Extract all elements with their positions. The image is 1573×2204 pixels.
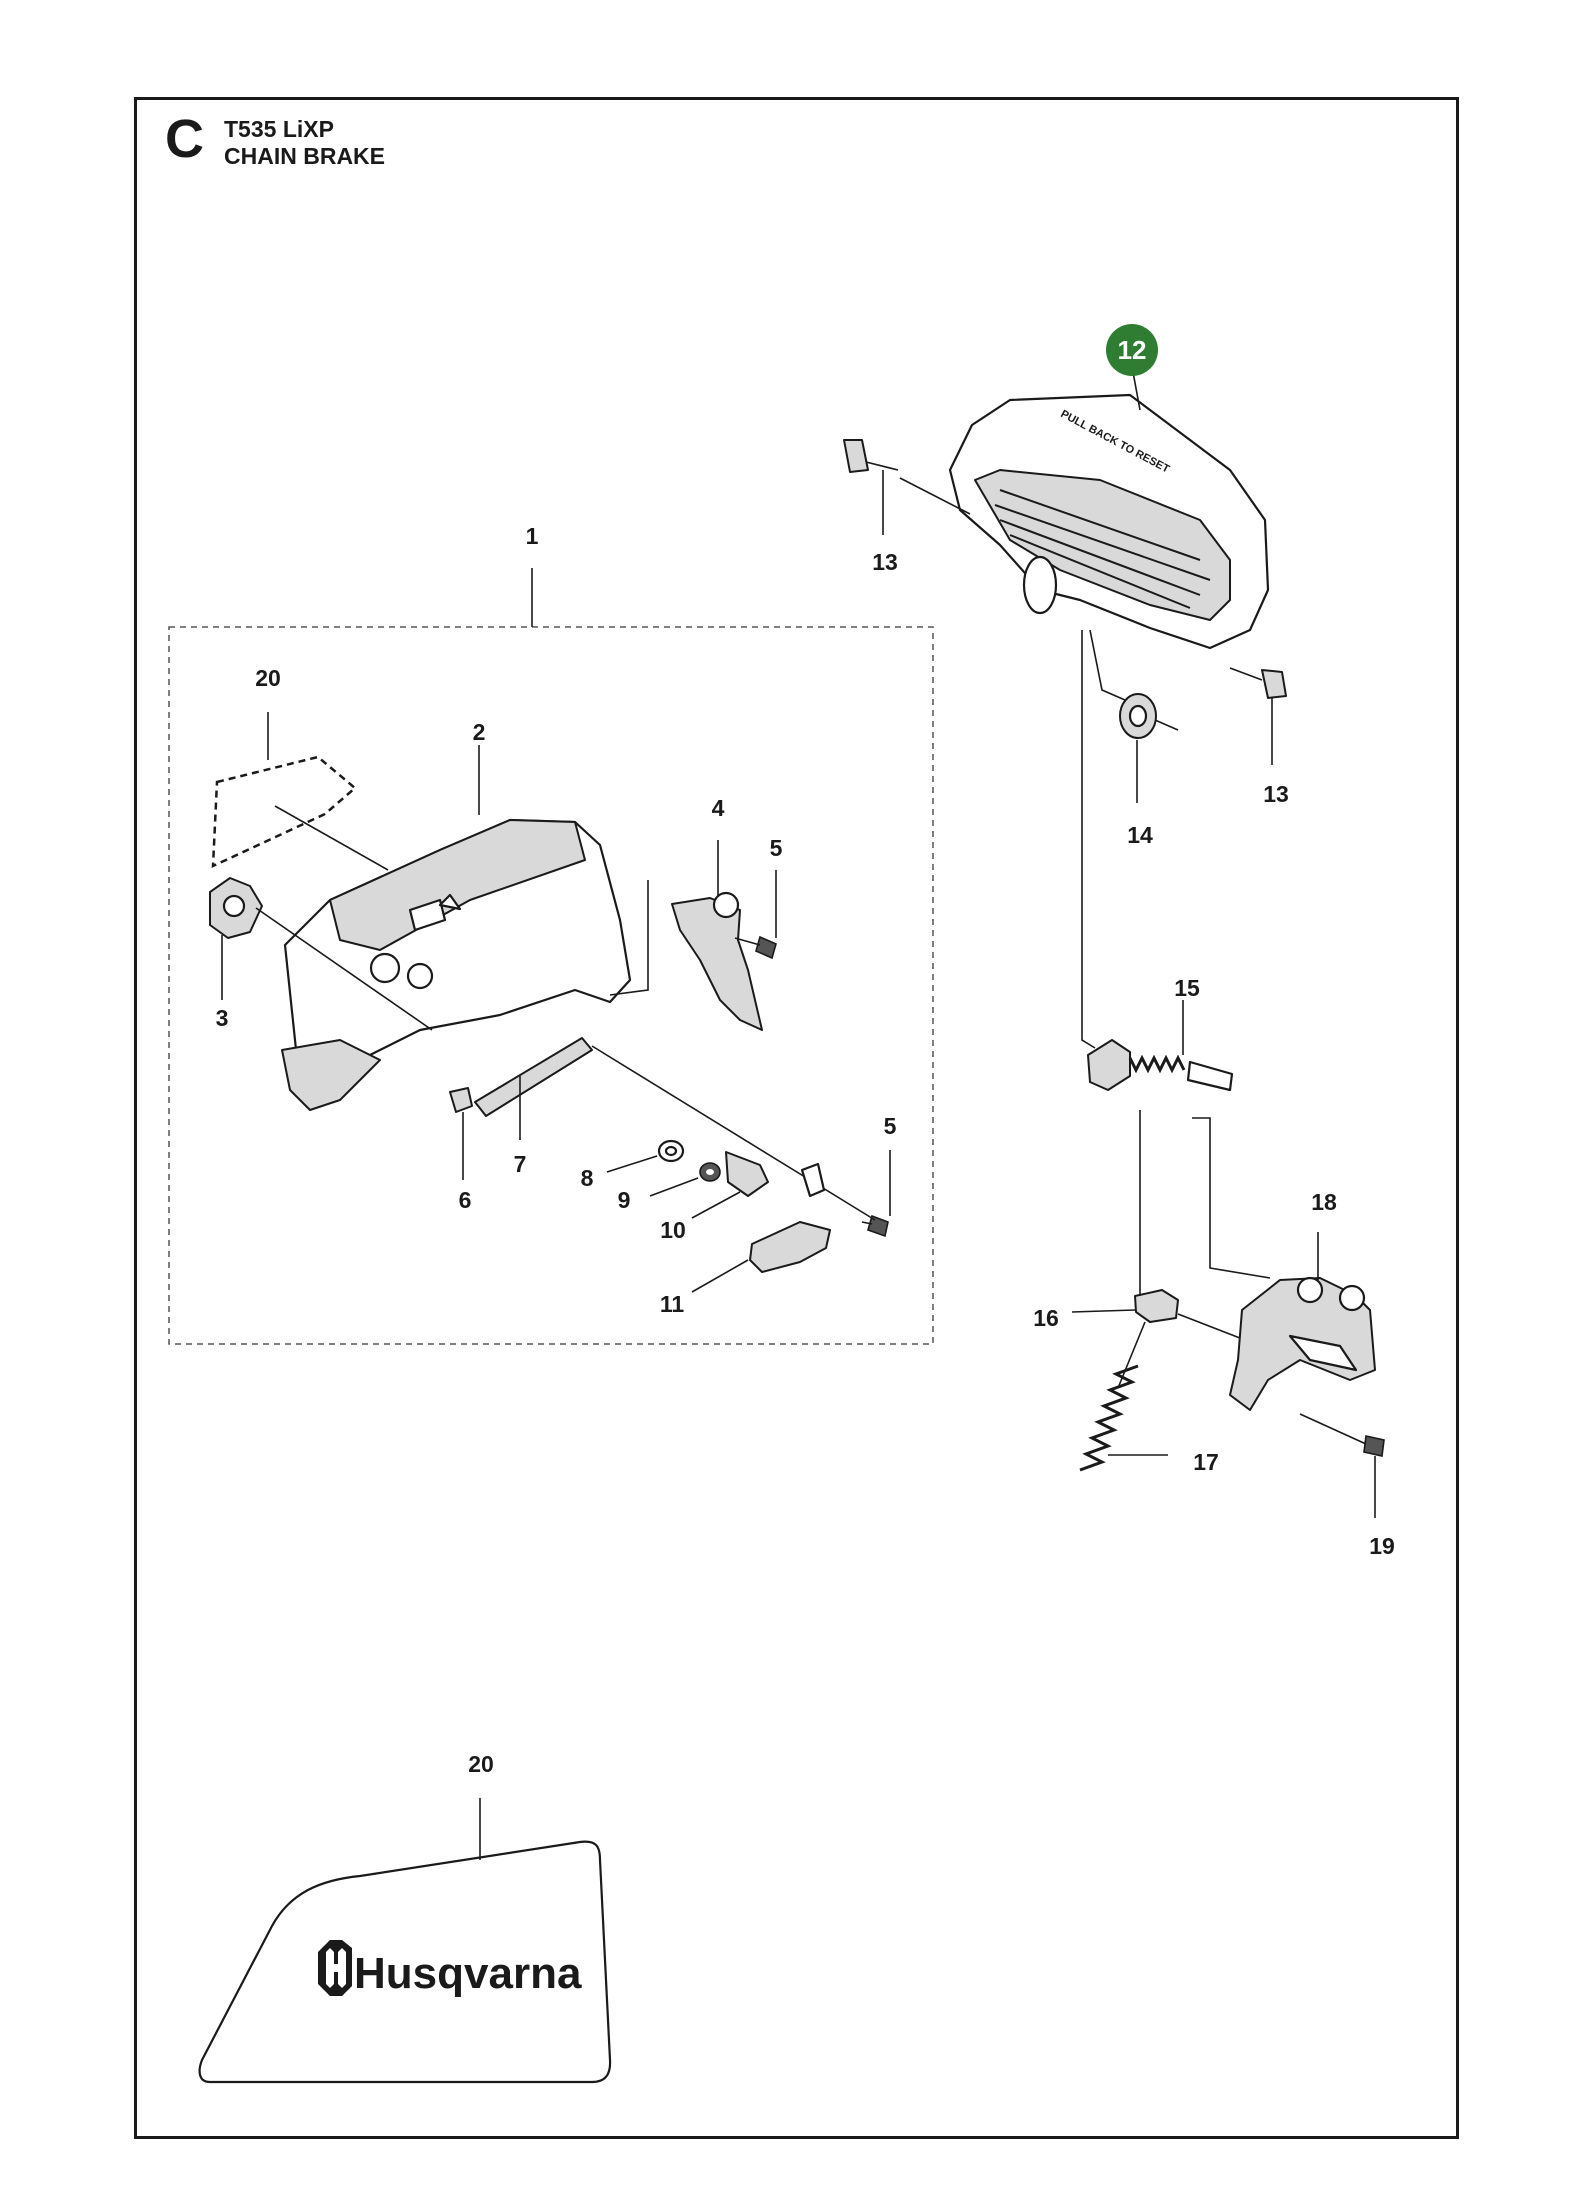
callout-5-lower: 5 xyxy=(884,1113,897,1139)
callout-5-upper: 5 xyxy=(770,835,783,861)
husqvarna-logo-icon xyxy=(318,1940,352,1996)
callout-labels: 1 2 3 4 5 5 6 7 8 9 10 11 13 13 14 15 16… xyxy=(216,523,1395,1777)
part-3-knob xyxy=(209,877,433,1031)
part-12-hand-guard: PULL BACK TO RESET 12 xyxy=(948,324,1270,650)
callout-10: 10 xyxy=(660,1217,686,1243)
callout-16: 16 xyxy=(1033,1305,1059,1331)
callout-19: 19 xyxy=(1369,1533,1395,1559)
part-15-spring-rod xyxy=(1081,630,1234,1092)
callout-18: 18 xyxy=(1311,1189,1337,1215)
callout-2: 2 xyxy=(473,719,486,745)
section-letter: C xyxy=(165,109,204,169)
part-4-lever-plate xyxy=(609,840,763,1031)
part-12-highlight-badge xyxy=(1106,324,1158,376)
callout-9: 9 xyxy=(618,1187,631,1213)
part-11-brake-block xyxy=(691,1162,831,1293)
part-20-decal-outline xyxy=(211,712,389,871)
part-6-pin xyxy=(449,1087,473,1180)
part-10-bushing xyxy=(691,1151,769,1219)
callout-6: 6 xyxy=(459,1187,472,1213)
part-17-coil-spring xyxy=(1079,1321,1168,1472)
callout-13-right: 13 xyxy=(1263,781,1289,807)
callout-14: 14 xyxy=(1127,822,1153,848)
callout-1: 1 xyxy=(526,523,539,549)
callout-13-left: 13 xyxy=(872,549,898,575)
part-20-decal: Husqvarna xyxy=(198,1798,612,2084)
part-19-screw xyxy=(1299,1413,1385,1518)
part-5-screw-lower xyxy=(861,1150,891,1238)
part-5-screw-upper xyxy=(734,870,777,960)
callout-3: 3 xyxy=(216,1005,229,1031)
part-7-shaft xyxy=(474,1037,876,1221)
callout-7: 7 xyxy=(514,1151,527,1177)
part-2-brake-cover xyxy=(281,745,632,1111)
callout-20-lower: 20 xyxy=(468,1751,494,1777)
part-13-screw-left xyxy=(843,439,971,535)
callout-4: 4 xyxy=(712,795,725,821)
svg-text:12: 12 xyxy=(1118,335,1147,365)
callout-15: 15 xyxy=(1174,975,1200,1001)
callout-11: 11 xyxy=(660,1291,685,1317)
page-title: CHAIN BRAKE xyxy=(224,143,385,169)
part-9-washer xyxy=(649,1162,721,1197)
part-13-screw-right xyxy=(1229,667,1287,765)
callout-20-upper: 20 xyxy=(255,665,281,691)
page-frame xyxy=(134,97,1459,2139)
model-name: T535 LiXP xyxy=(224,116,334,142)
callout-17: 17 xyxy=(1193,1449,1219,1475)
part-8-washer xyxy=(606,1139,685,1173)
part-14-spring xyxy=(1089,629,1179,803)
part-16-latch xyxy=(1071,1110,1246,1341)
callout-8: 8 xyxy=(581,1165,594,1191)
assembly-1-boundary xyxy=(168,626,934,1345)
part-18-brake-lever xyxy=(1192,1117,1376,1411)
husqvarna-brand-text: Husqvarna xyxy=(354,1949,582,1998)
